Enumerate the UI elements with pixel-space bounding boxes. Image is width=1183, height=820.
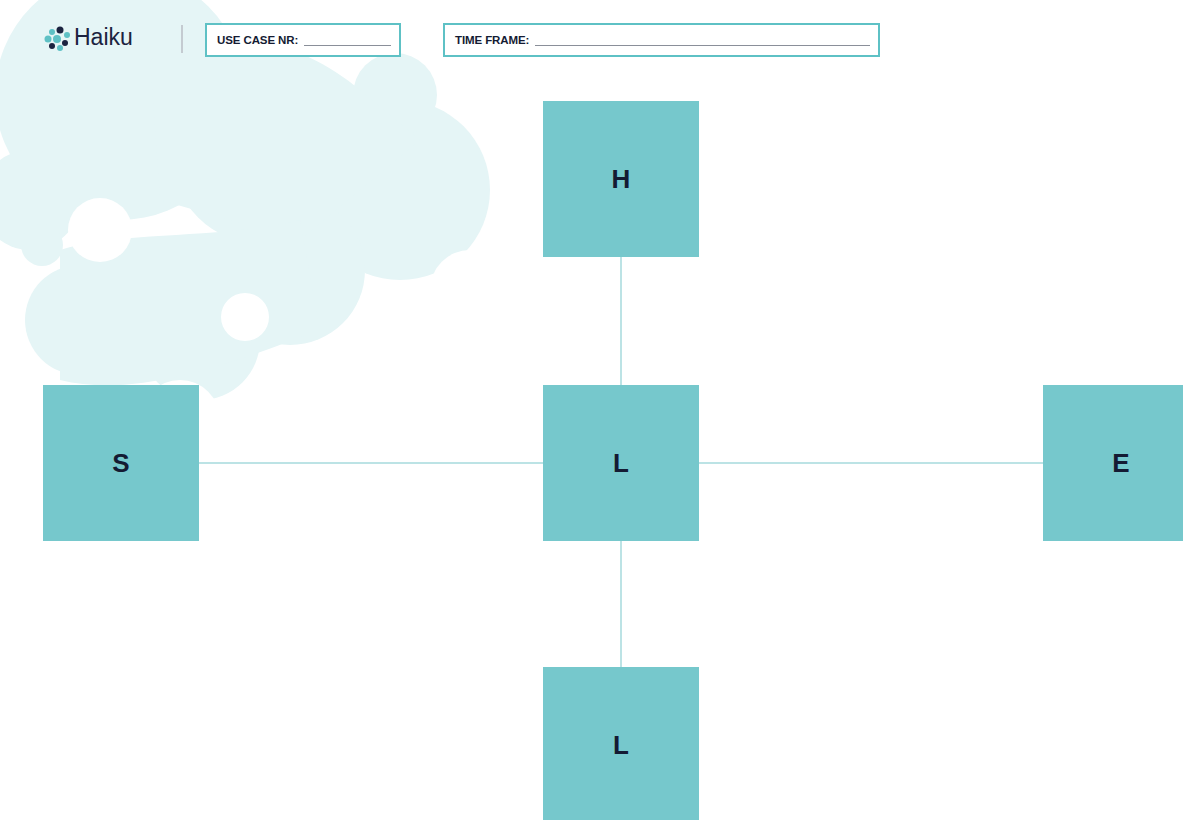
blob-shapes — [0, 0, 490, 400]
box-letter: S — [112, 448, 129, 479]
form-field-box: TIME FRAME: — [443, 23, 880, 57]
logo-icon — [45, 27, 71, 52]
field-label: TIME FRAME: — [455, 34, 529, 46]
connector-line — [620, 257, 622, 385]
box-letter: L — [613, 448, 629, 479]
blank-fill-line — [535, 45, 870, 46]
letter-box: H — [543, 101, 699, 257]
letter-box: S — [43, 385, 199, 541]
field-label: USE CASE NR: — [217, 34, 298, 46]
blob-dots — [21, 224, 63, 266]
box-letter: L — [613, 730, 629, 761]
letter-box: E — [1043, 385, 1183, 541]
letter-box: L — [543, 667, 699, 820]
letter-box: L — [543, 385, 699, 541]
form-field-box: USE CASE NR: — [205, 23, 401, 57]
box-letter: E — [1112, 448, 1129, 479]
header-separator — [181, 25, 183, 53]
connector-line — [620, 541, 622, 667]
connector-line — [199, 462, 543, 464]
connector-line — [699, 462, 1043, 464]
logo-wordmark: Haiku — [74, 24, 133, 51]
box-letter: H — [612, 164, 631, 195]
blank-fill-line — [304, 45, 391, 46]
